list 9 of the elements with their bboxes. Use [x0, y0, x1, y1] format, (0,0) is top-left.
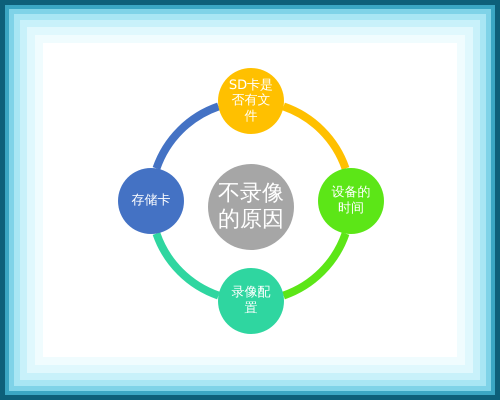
ring-arc — [152, 102, 220, 170]
ring-arc — [282, 232, 350, 300]
ring-arc — [282, 102, 350, 170]
ring-arc — [152, 232, 220, 300]
topic-circle: 存储卡 — [118, 168, 184, 234]
center-circle: 不录像的原因 — [208, 164, 294, 250]
topic-circle: 录像配置 — [218, 268, 284, 334]
topic-circle: 设备的时间 — [318, 168, 384, 234]
topic-circle: SD卡是否有文件 — [218, 68, 284, 134]
